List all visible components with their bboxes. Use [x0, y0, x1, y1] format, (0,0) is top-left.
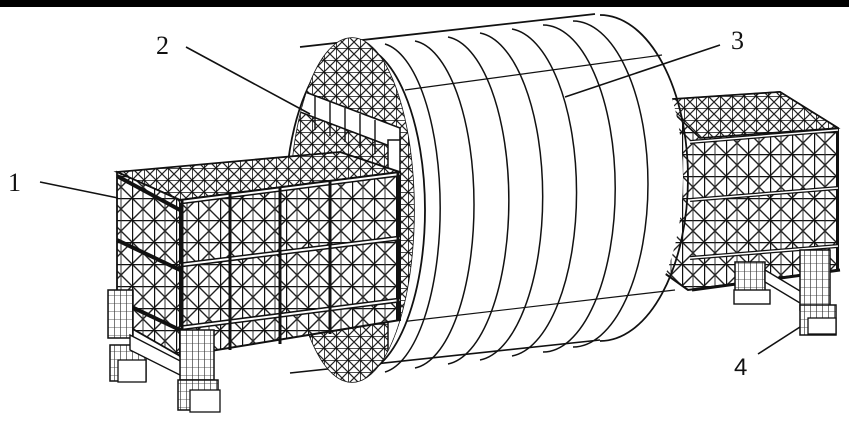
top-black-bar: [0, 0, 849, 7]
leader-1: [39, 181, 119, 199]
cylindrical-shell: [289, 13, 689, 374]
callout-4: 4: [734, 354, 748, 381]
right-truss-frame: [658, 90, 841, 336]
leader-lines: [39, 44, 801, 355]
leader-2: [185, 46, 311, 115]
callout-2: 2: [156, 31, 169, 60]
right-support-feet: [733, 249, 837, 336]
left-support-feet: [107, 289, 221, 413]
leader-4: [757, 326, 801, 355]
leader-3: [564, 44, 721, 98]
left-truss-frame: [113, 151, 401, 358]
callout-1: 1: [8, 168, 21, 197]
callout-3: 3: [731, 26, 744, 55]
